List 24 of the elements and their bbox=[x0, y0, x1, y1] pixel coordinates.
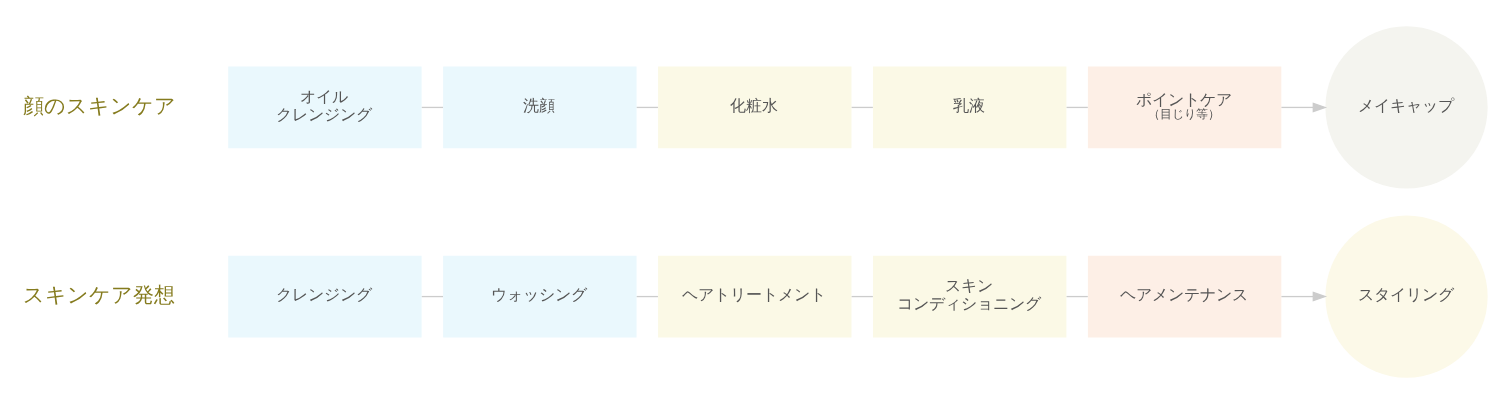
node-box: ポイントケア （目じり等） bbox=[1087, 66, 1282, 149]
label: 顔のスキンケア bbox=[22, 92, 176, 118]
arrow bbox=[1280, 291, 1328, 302]
node-box: ウォッシング bbox=[443, 255, 637, 338]
connector bbox=[421, 295, 444, 298]
node-circle: メイキャップ bbox=[1325, 26, 1488, 189]
node-box: オイルクレンジング bbox=[228, 66, 422, 149]
node-box: 化粧水 bbox=[658, 66, 852, 149]
connector bbox=[636, 295, 659, 298]
connector bbox=[421, 106, 444, 109]
connector bbox=[1065, 295, 1089, 298]
node-box: ヘアメンテナンス bbox=[1087, 255, 1282, 338]
node-box: 洗顔 bbox=[443, 66, 637, 149]
label: スキンケア発想 bbox=[23, 281, 176, 307]
connector bbox=[851, 106, 874, 109]
node-box: ヘアトリートメント bbox=[658, 255, 852, 338]
node-box: クレンジング bbox=[228, 255, 422, 338]
node-box: スキンコンディショニング bbox=[872, 255, 1067, 338]
connector bbox=[636, 106, 659, 109]
arrow bbox=[1280, 102, 1328, 113]
connector bbox=[851, 295, 874, 298]
node-circle: スタイリング bbox=[1325, 215, 1488, 378]
node-box: 乳液 bbox=[872, 66, 1067, 149]
connector bbox=[1065, 106, 1089, 109]
